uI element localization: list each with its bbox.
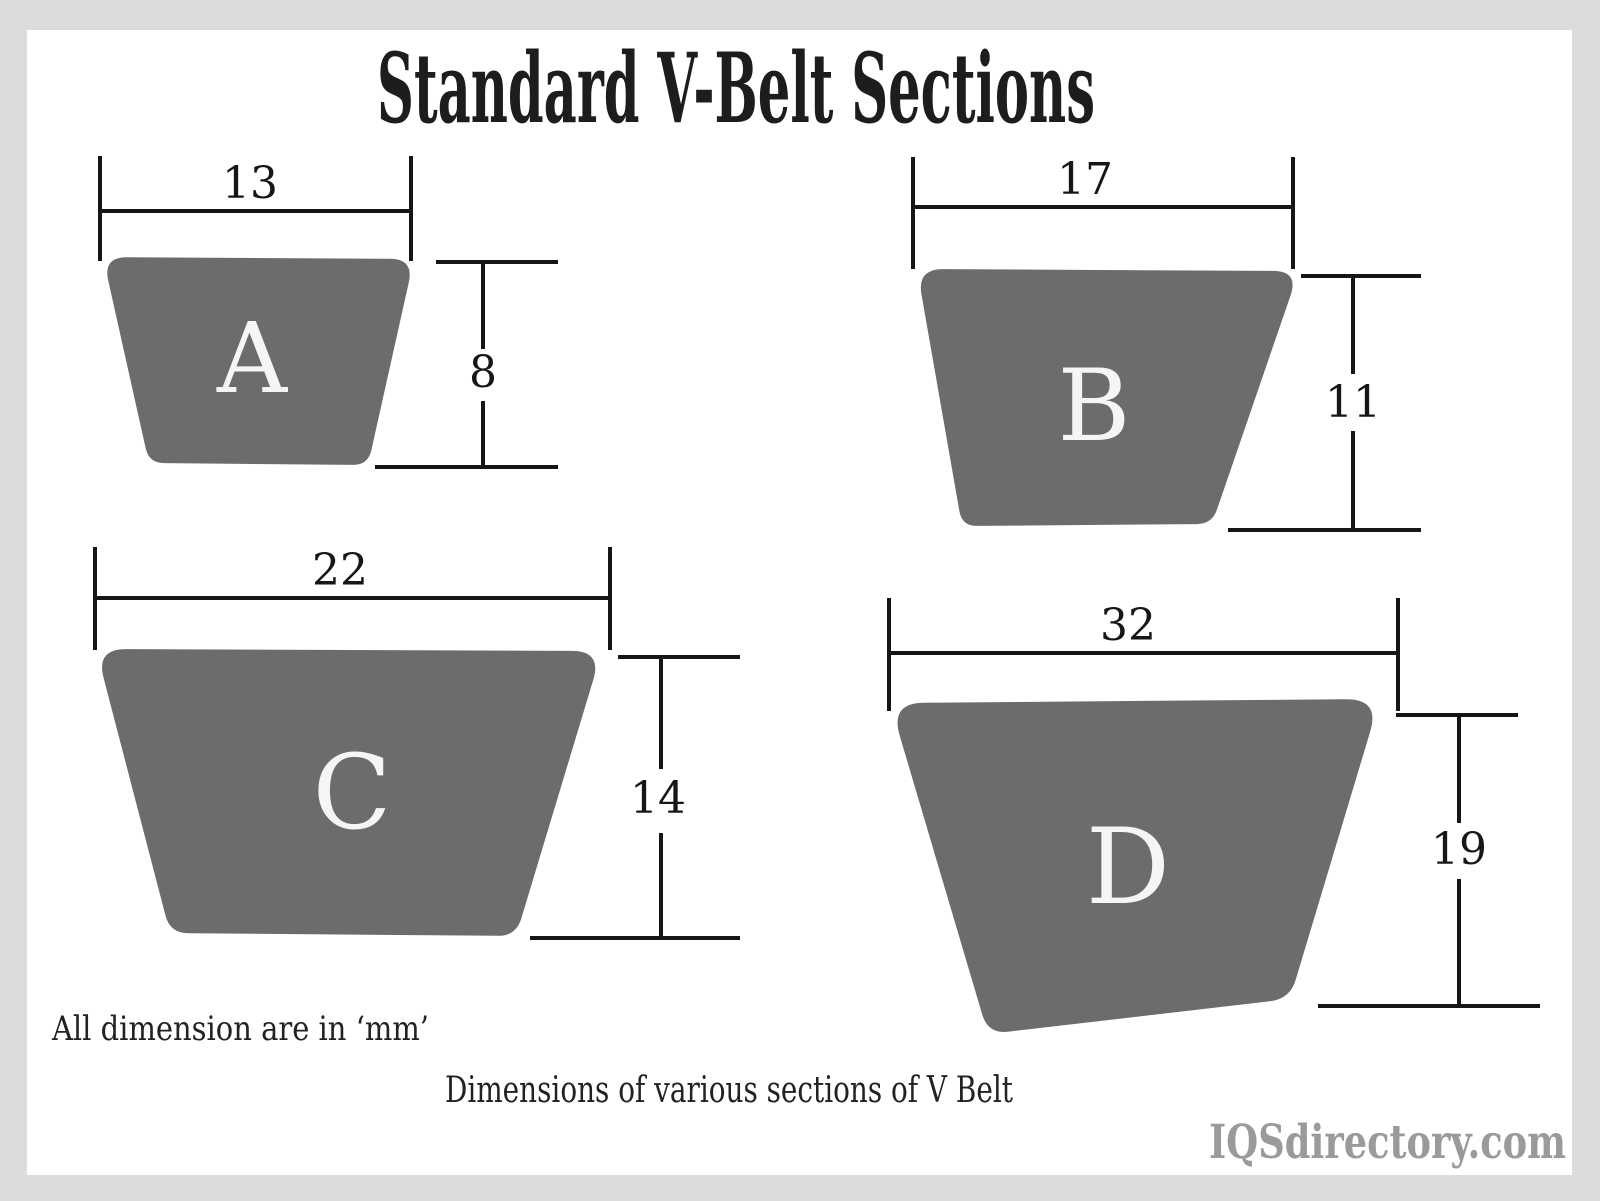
- width-dimension-A: 13: [98, 156, 413, 261]
- belt-letter-C: C: [313, 733, 392, 853]
- belt-letter-B: B: [1058, 349, 1131, 464]
- width-dimension-D: 32: [887, 598, 1400, 711]
- height-value-B: 11: [1325, 377, 1381, 428]
- height-dimension-C: 14: [530, 655, 740, 940]
- belt-letter-D: D: [1086, 806, 1170, 928]
- white-content-panel: [27, 30, 1572, 1175]
- watermark: IQSdirectory.com: [1209, 1115, 1566, 1170]
- belt-shape-B: [920, 269, 1293, 526]
- width-value-A: 13: [222, 158, 278, 209]
- belt-section-C: C 22 14: [93, 545, 740, 940]
- belt-shape-D: [897, 699, 1373, 1032]
- belt-shapes-group: A 13 8 B 17 11C 22 14D 32 19: [93, 154, 1540, 1032]
- belt-section-A: A 13 8: [98, 156, 558, 469]
- belt-section-D: D 32 19: [887, 598, 1540, 1032]
- units-note: All dimension are in ‘mm’: [51, 1009, 429, 1049]
- height-value-C: 14: [630, 773, 686, 824]
- width-dimension-B: 17: [911, 154, 1295, 269]
- page-title: Standard V-Belt Sections: [377, 32, 1095, 145]
- height-dimension-B: 11: [1228, 274, 1421, 532]
- width-dimension-C: 22: [93, 545, 612, 650]
- height-dimension-D: 19: [1318, 713, 1540, 1008]
- belt-letter-A: A: [216, 302, 288, 415]
- height-value-D: 19: [1431, 824, 1487, 875]
- width-value-B: 17: [1057, 154, 1113, 205]
- width-value-C: 22: [312, 545, 368, 596]
- belt-section-B: B 17 11: [911, 154, 1421, 532]
- width-value-D: 32: [1100, 600, 1156, 651]
- belt-shape-A: [107, 257, 410, 465]
- figure-caption: Dimensions of various sections of V Belt: [445, 1070, 1013, 1111]
- belt-shape-C: [102, 649, 596, 936]
- height-value-A: 8: [469, 347, 497, 398]
- height-dimension-A: 8: [375, 260, 558, 469]
